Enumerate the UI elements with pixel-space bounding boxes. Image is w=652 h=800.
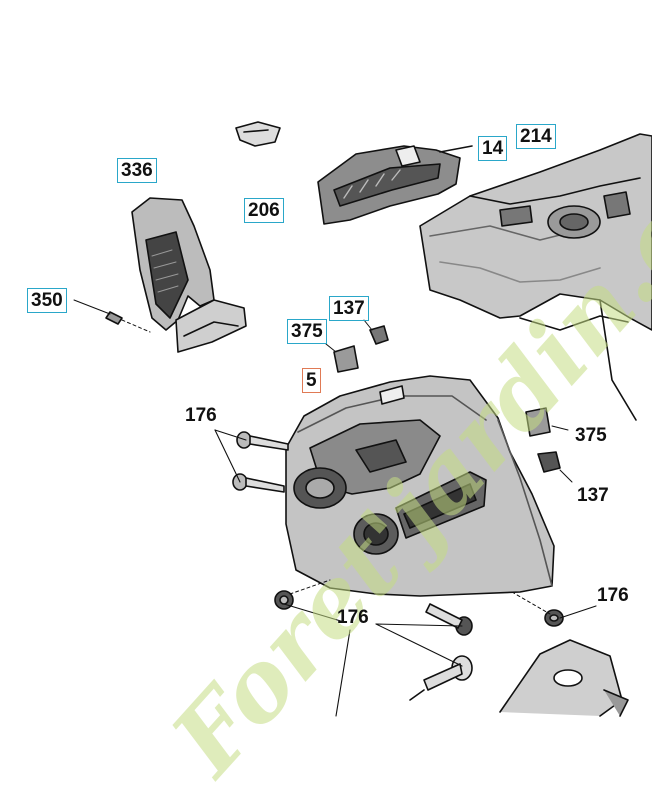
fasteners-176 — [232, 431, 564, 701]
callout-336: 336 — [117, 158, 157, 183]
part-214-housing — [419, 133, 652, 421]
callout-375-upper: 375 — [287, 319, 327, 344]
callout-176-left: 176 — [185, 405, 217, 426]
callout-375-right: 375 — [575, 425, 607, 446]
part-5-cover — [285, 375, 555, 597]
callout-176-right: 176 — [597, 585, 629, 606]
callout-137-right: 137 — [577, 485, 609, 506]
part-137-lower — [537, 451, 573, 483]
top-fragment — [235, 121, 281, 147]
part-375-lower — [525, 407, 569, 437]
callout-176-bottom: 176 — [337, 607, 369, 628]
part-336-shape — [131, 197, 247, 353]
part-350-screw — [73, 299, 151, 333]
callout-137-upper: 137 — [329, 296, 369, 321]
callout-214: 214 — [516, 124, 556, 149]
part-206-shape — [317, 145, 473, 225]
leader-lines — [214, 429, 597, 717]
callout-350: 350 — [27, 288, 67, 313]
part-375-upper — [325, 343, 359, 373]
callout-5: 5 — [302, 368, 321, 393]
callout-206: 206 — [244, 198, 284, 223]
part-137-upper — [363, 319, 389, 345]
lower-bracket-fragment — [499, 639, 629, 717]
callout-14: 14 — [478, 136, 508, 161]
